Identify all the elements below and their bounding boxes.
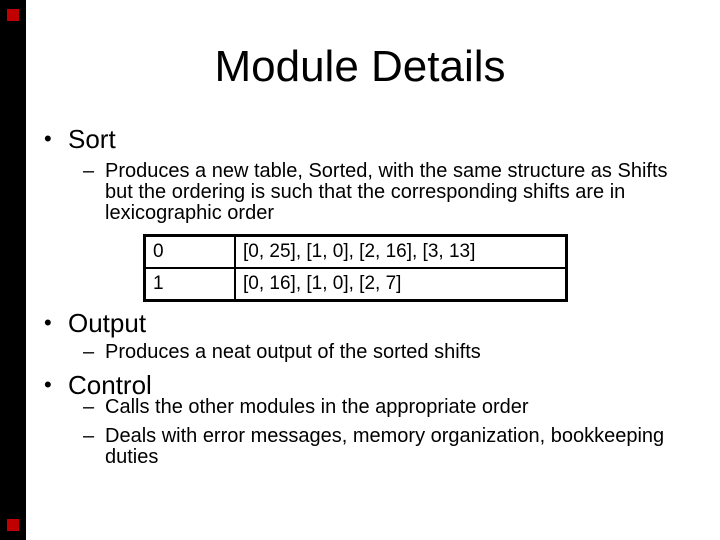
- bullet-item-control: • Control: [44, 370, 152, 400]
- sub-bullet-text: but the ordering is such that the corres…: [105, 181, 626, 203]
- sub-bullet-text: Deals with error messages, memory organi…: [105, 425, 665, 447]
- table-cell-shifts: [0, 25], [1, 0], [2, 16], [3, 13]: [243, 241, 476, 262]
- sub-bullet-text: Calls the other modules in the appropria…: [105, 396, 529, 418]
- bullet-item-output: • Output: [44, 308, 146, 338]
- sub-bullet-line: – Deals with error messages, memory orga…: [83, 426, 664, 447]
- red-marker-bottom-icon: [7, 519, 19, 531]
- bullet-icon: •: [44, 310, 52, 335]
- dash-icon: –: [83, 341, 95, 363]
- left-filmstrip-bar: [0, 0, 26, 540]
- bullet-label: Control: [68, 370, 152, 400]
- table-cell-shifts: [0, 16], [1, 0], [2, 7]: [243, 273, 402, 294]
- slide-title: Module Details: [214, 42, 506, 91]
- red-marker-top-icon: [7, 9, 19, 21]
- bullet-icon: •: [44, 126, 52, 151]
- sub-bullet-line: lexicographic order: [105, 203, 274, 224]
- sub-bullet-text: Produces a new table, Sorted, with the s…: [105, 160, 668, 182]
- table-row: 0 [0, 25], [1, 0], [2, 16], [3, 13]: [146, 237, 565, 269]
- dash-icon: –: [83, 160, 95, 182]
- table-row: 1 [0, 16], [1, 0], [2, 7]: [146, 269, 565, 299]
- sub-bullet-line: duties: [105, 447, 158, 468]
- sub-bullet-line: but the ordering is such that the corres…: [105, 182, 625, 203]
- sub-bullet-text: duties: [105, 446, 159, 468]
- table-cell-index: 1: [146, 269, 236, 299]
- dash-icon: –: [83, 425, 95, 447]
- dash-icon: –: [83, 396, 95, 418]
- bullet-label: Sort: [68, 124, 116, 154]
- sorted-shifts-table: 0 [0, 25], [1, 0], [2, 16], [3, 13] 1 [0…: [143, 234, 568, 302]
- bullet-item-sort: • Sort: [44, 124, 116, 154]
- sub-bullet-line: – Produces a neat output of the sorted s…: [83, 342, 481, 363]
- bullet-icon: •: [44, 372, 52, 397]
- table-cell-index: 0: [146, 237, 236, 267]
- sub-bullet-line: – Produces a new table, Sorted, with the…: [83, 161, 668, 182]
- bullet-label: Output: [68, 308, 147, 338]
- sub-bullet-text: Produces a neat output of the sorted shi…: [105, 341, 481, 363]
- sub-bullet-text: lexicographic order: [105, 202, 274, 224]
- sub-bullet-line: – Calls the other modules in the appropr…: [83, 397, 529, 418]
